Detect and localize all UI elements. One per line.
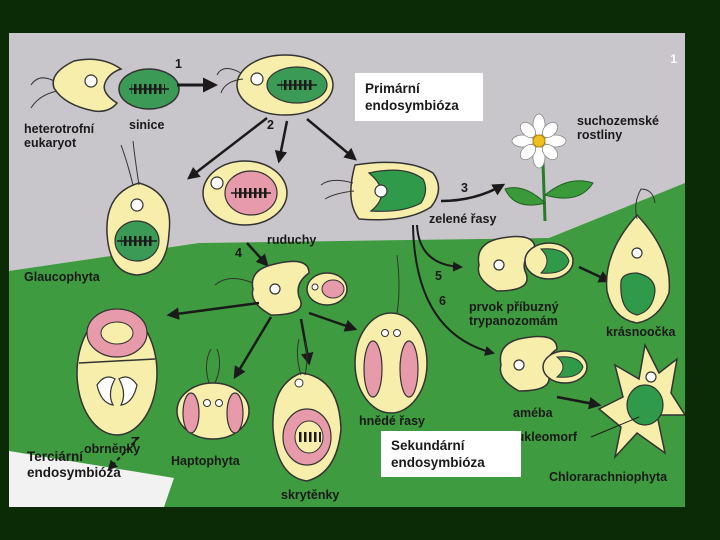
heterotroph-label-1: heterotrofní: [24, 122, 95, 136]
primary-cell: [216, 54, 334, 116]
amoeba-host-cell: [499, 335, 588, 392]
green-algae-label: zelené řasy: [429, 212, 496, 226]
glaucophyta-label: Glaucophyta: [24, 270, 101, 284]
arrow-to-euglenids: [578, 265, 612, 283]
haptophyta-label: Haptophyta: [171, 454, 241, 468]
euglenid-host-cell: [477, 235, 574, 292]
step-3: 3: [461, 181, 468, 195]
flower-icon: [504, 113, 594, 222]
green-alga-cell: [320, 161, 440, 221]
arrow-step-7: [107, 436, 140, 471]
diagram-panel: 1 heterotrofní eukaryot sinice 1 Primárn…: [9, 33, 687, 507]
step-5: 5: [435, 269, 442, 283]
haptophyte-cell: [176, 348, 250, 440]
relative-label-2: trypanozomám: [469, 314, 558, 328]
chlorarachniophyte-cell: [597, 342, 687, 460]
secondary-title-box: [381, 431, 521, 477]
arrow-to-red-algae: [274, 120, 289, 164]
arrow-to-dinoflagellates: [166, 301, 260, 320]
tertiary-title-1: Terciární: [27, 449, 84, 464]
land-plants-label-1: suchozemské: [577, 114, 659, 128]
step-6: 6: [439, 294, 446, 308]
cryptophytes-label: skrytěnky: [281, 488, 339, 502]
nucleomorph-label: nukleomorf: [509, 430, 578, 444]
chlorarachniophyta-label: Chlorarachniophyta: [549, 470, 668, 484]
euglenids-label: krásnoočka: [606, 325, 677, 339]
red-algae-label: ruduchy: [267, 233, 316, 247]
arrow-to-brown-algae: [308, 311, 358, 332]
cryptophyte-cell: [272, 338, 342, 482]
euglenid-cell: [605, 188, 671, 324]
tertiary-title-2: endosymbióza: [27, 465, 121, 480]
arrow-to-green-algae: [306, 118, 357, 161]
secondary-title-2: endosymbióza: [391, 455, 485, 470]
arrow-to-glaucophyta: [187, 117, 268, 180]
dinoflagellates-label: obrněnky: [84, 442, 140, 456]
cyanobacteria-label: sinice: [129, 118, 164, 132]
arrow-step-5: [416, 224, 463, 272]
land-plants-label-2: rostliny: [577, 128, 622, 142]
arrow-to-chlorarachniophyta: [556, 395, 602, 410]
dinoflagellate-cell: [76, 308, 158, 436]
heterotroph-label-2: eukaryot: [24, 136, 77, 150]
amoeba-label: améba: [513, 406, 554, 420]
cyanobacterium-cell: [118, 68, 180, 110]
step-2: 2: [267, 118, 274, 132]
arrow-step-4: [246, 242, 269, 267]
white-corner: [9, 451, 174, 507]
heterotroph-cell: [30, 58, 123, 113]
endosymbiosis-diagram: 1 heterotrofní eukaryot sinice 1 Primárn…: [9, 33, 687, 507]
glaucophyta-cell: [106, 140, 171, 276]
secondary-host-cell: [214, 260, 348, 316]
brown-algae-label: hnědé řasy: [359, 414, 425, 428]
relative-label-1: prvok příbuzný: [469, 300, 559, 314]
nucleomorph-pointer: [590, 416, 640, 438]
red-alga-cell: [202, 160, 288, 226]
arrow-step-6: [412, 224, 495, 356]
primary-title-1: Primární: [365, 81, 421, 96]
secondary-title-1: Sekundární: [391, 438, 466, 453]
arrow-step-3: [440, 183, 506, 203]
page-number: 1: [670, 52, 677, 66]
step-4: 4: [235, 246, 242, 260]
arrow-to-haptophyta: [233, 316, 273, 380]
step-1: 1: [175, 57, 182, 71]
primary-title-2: endosymbióza: [365, 98, 459, 113]
primary-title-box: [355, 73, 483, 121]
step-7: 7: [131, 435, 138, 449]
brown-alga-cell: [354, 254, 428, 414]
